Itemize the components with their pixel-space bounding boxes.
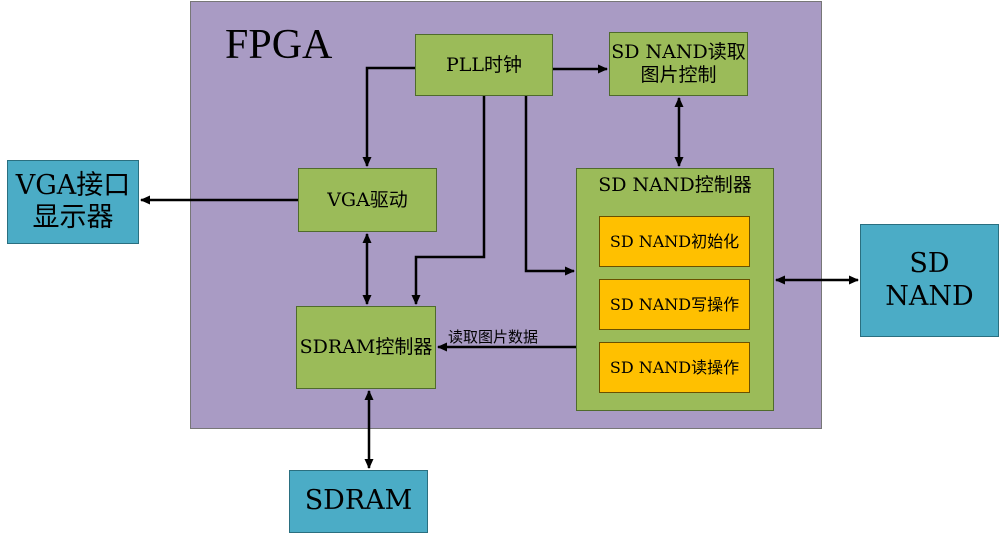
- sd-nand-external-block: SD NAND: [860, 224, 999, 337]
- sd-nand-read-label: SD NAND读操作: [609, 357, 740, 377]
- sd-nand-write-block: SD NAND写操作: [599, 279, 750, 330]
- sd-nand-init-block: SD NAND初始化: [599, 216, 750, 267]
- sd-nand-init-label: SD NAND初始化: [609, 231, 740, 251]
- sdram-external-label: SDRAM: [304, 485, 413, 517]
- pll-to-sdram-controller-arrow: [411, 96, 486, 305]
- sd-nand-read-image-control-label: SD NAND读取 图片控制: [611, 41, 746, 86]
- vga-driver-label: VGA驱动: [327, 188, 408, 211]
- sdram-controller-block: SDRAM控制器: [296, 306, 436, 389]
- sd-nand-read-block: SD NAND读操作: [599, 342, 750, 393]
- sd-nand-write-label: SD NAND写操作: [609, 294, 740, 314]
- sd-nand-external-label: SD NAND: [885, 248, 974, 312]
- pll-clock-block: PLL时钟: [415, 34, 553, 96]
- vga-driver-block: VGA驱动: [298, 168, 437, 232]
- pll-to-vga-driver-arrow: [362, 66, 415, 167]
- vga-display-block: VGA接口 显示器: [7, 160, 139, 244]
- read-image-data-label: 读取图片数据: [448, 328, 539, 346]
- fpga-title: FPGA: [225, 22, 333, 68]
- sdram-external-block: SDRAM: [289, 470, 428, 533]
- pll-to-sd-controller-arrow: [524, 96, 575, 276]
- vga-display-label: VGA接口 显示器: [15, 169, 131, 233]
- sd-nand-read-image-control-block: SD NAND读取 图片控制: [609, 32, 748, 96]
- sd-nand-controller-label: SD NAND控制器: [598, 174, 752, 196]
- pll-clock-label: PLL时钟: [445, 53, 523, 76]
- sdram-controller-label: SDRAM控制器: [299, 336, 433, 359]
